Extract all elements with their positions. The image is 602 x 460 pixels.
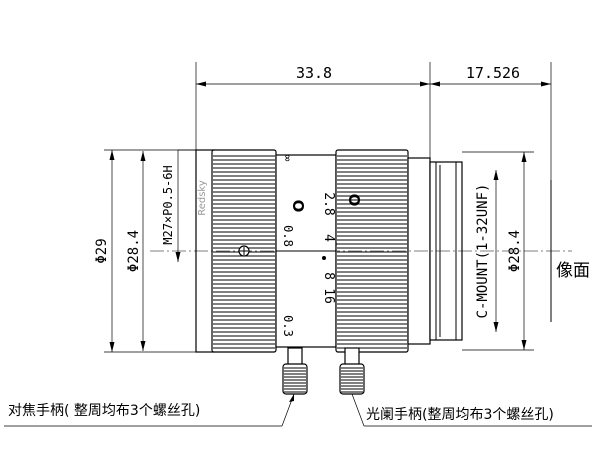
focus-mark-infinity: ∞ xyxy=(281,155,294,162)
iris-handle-label: 光阑手柄(整周均布3个螺丝孔) xyxy=(366,407,554,423)
iris-scale: O 2.8 4 8 16 xyxy=(321,192,363,304)
focus-mark-0-8: 0.8 xyxy=(281,225,295,247)
focus-handle xyxy=(282,347,308,395)
dimension-diameter-28-4-left: Φ28.4 xyxy=(126,151,146,351)
focus-mark-0-3: 0.3 xyxy=(281,315,295,337)
iris-mark-8: 8 xyxy=(321,272,336,280)
dim-phi29-label: Φ29 xyxy=(94,238,110,263)
focus-handle-leader: 对焦手柄( 整周均布3个螺丝孔) xyxy=(4,393,295,427)
thread-m27-label: M27×P0.5-6H xyxy=(161,165,175,244)
dimension-flange-distance: 17.526 xyxy=(430,62,552,180)
image-plane-label: 像面 xyxy=(556,261,590,281)
brand-label: Redsky xyxy=(197,180,208,216)
iris-mark-2-8: 2.8 xyxy=(321,192,336,215)
iris-handle-leader: 光阑手柄(整周均布3个螺丝孔) xyxy=(351,393,592,427)
iris-mark-o: O xyxy=(345,194,363,207)
dimension-diameter-29: Φ29 xyxy=(94,149,196,353)
focus-handle-label: 对焦手柄( 整周均布3个螺丝孔) xyxy=(8,403,200,419)
dim-33-8-label: 33.8 xyxy=(296,64,332,82)
iris-handle xyxy=(339,347,365,395)
iris-ring-knurl xyxy=(337,155,407,349)
iris-mark-16: 16 xyxy=(321,288,336,304)
dim-17-526-label: 17.526 xyxy=(466,64,520,82)
focus-ring-mark: O xyxy=(289,200,307,213)
dim-phi28-4-left-label: Φ28.4 xyxy=(126,230,142,272)
dimension-front-thread: M27×P0.5-6H xyxy=(161,149,196,262)
iris-mark-4: 4 xyxy=(321,234,336,242)
dimension-length-body: 33.8 xyxy=(195,62,431,165)
